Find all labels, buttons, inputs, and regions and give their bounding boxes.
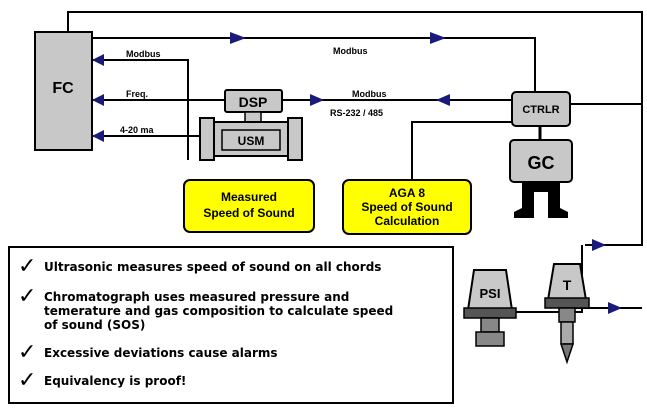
label-modbus-fc: Modbus xyxy=(126,49,161,59)
arrow-dsp-right xyxy=(310,94,324,106)
psi-transmitter: PSI xyxy=(463,269,517,347)
aga8-line1: AGA 8 xyxy=(389,186,426,200)
arrow-fc-modbus xyxy=(92,54,104,66)
note-2-line-1: Chromatograph uses measured pressure and xyxy=(44,290,350,304)
measured-line2: Speed of Sound xyxy=(203,206,294,220)
note-2-line-2: temerature and gas composition to calcul… xyxy=(44,304,394,318)
arrow-fc-ma xyxy=(92,130,104,142)
note-3-line-1: Excessive deviations cause alarms xyxy=(44,346,278,360)
wire-outer-loop xyxy=(67,11,643,246)
arrow-gc-right xyxy=(592,239,606,251)
wire-modbus-fc xyxy=(92,59,189,160)
notes-panel: ✓ Ultrasonic measures speed of sound on … xyxy=(8,246,454,404)
label-modbus-top: Modbus xyxy=(333,46,368,56)
arrow-fc-freq xyxy=(92,94,104,106)
fc-box: FC xyxy=(34,31,93,151)
aga8-line2: Speed of Sound xyxy=(361,200,452,214)
aga8-box: AGA 8 Speed of Sound Calculation xyxy=(342,179,472,235)
note-4: ✓ Equivalency is proof! xyxy=(18,370,186,392)
checkmark-icon: ✓ xyxy=(18,284,37,309)
note-4-line-1: Equivalency is proof! xyxy=(44,374,187,388)
note-4-text: Equivalency is proof! xyxy=(44,370,186,388)
wire-4-20-ma xyxy=(92,135,201,150)
note-1-text: Ultrasonic measures speed of sound on al… xyxy=(44,256,381,274)
wire-modbus-top xyxy=(92,37,536,92)
wire-aga8-feed xyxy=(411,121,512,180)
measured-sos-box: Measured Speed of Sound xyxy=(183,179,315,233)
psi-label: PSI xyxy=(480,286,501,301)
note-2-text: Chromatograph uses measured pressure and… xyxy=(44,286,393,332)
note-2: ✓ Chromatograph uses measured pressure a… xyxy=(18,284,393,333)
arrow-heads xyxy=(92,32,622,314)
label-rs232: RS-232 / 485 xyxy=(330,108,383,118)
gc-label: GC xyxy=(528,153,555,173)
usm-label: USM xyxy=(238,134,265,148)
gc-box: GC xyxy=(509,126,573,218)
checkmark-icon: ✓ xyxy=(18,254,37,279)
label-freq: Freq. xyxy=(126,89,148,99)
temperature-transmitter: T xyxy=(544,263,590,365)
ctrlr-box: CTRLR xyxy=(511,91,571,127)
checkmark-icon: ✓ xyxy=(18,340,37,365)
gc-stand xyxy=(514,182,568,218)
arrow-top-left xyxy=(230,32,246,44)
note-2-line-3: of sound (SOS) xyxy=(44,318,146,332)
label-modbus-mid: Modbus xyxy=(352,89,387,99)
arrow-top-right xyxy=(430,32,446,44)
arrow-temp-right xyxy=(608,302,622,314)
wire-psi xyxy=(510,245,583,313)
note-1-line-1: Ultrasonic measures speed of sound on al… xyxy=(44,260,382,274)
checkmark-icon: ✓ xyxy=(18,368,37,393)
usm-meter: USM xyxy=(199,111,303,161)
dsp-box: DSP xyxy=(224,89,283,113)
fc-label: FC xyxy=(52,80,74,97)
t-label: T xyxy=(563,277,572,293)
arrow-mid-left xyxy=(436,94,450,106)
note-3-text: Excessive deviations cause alarms xyxy=(44,342,278,360)
aga8-line3: Calculation xyxy=(375,214,440,228)
note-1: ✓ Ultrasonic measures speed of sound on … xyxy=(18,256,381,278)
measured-line1: Measured xyxy=(221,190,277,204)
dsp-label: DSP xyxy=(239,94,268,110)
ctrlr-label: CTRLR xyxy=(522,104,559,116)
label-4-20-ma: 4-20 ma xyxy=(120,125,155,135)
note-3: ✓ Excessive deviations cause alarms xyxy=(18,342,278,364)
